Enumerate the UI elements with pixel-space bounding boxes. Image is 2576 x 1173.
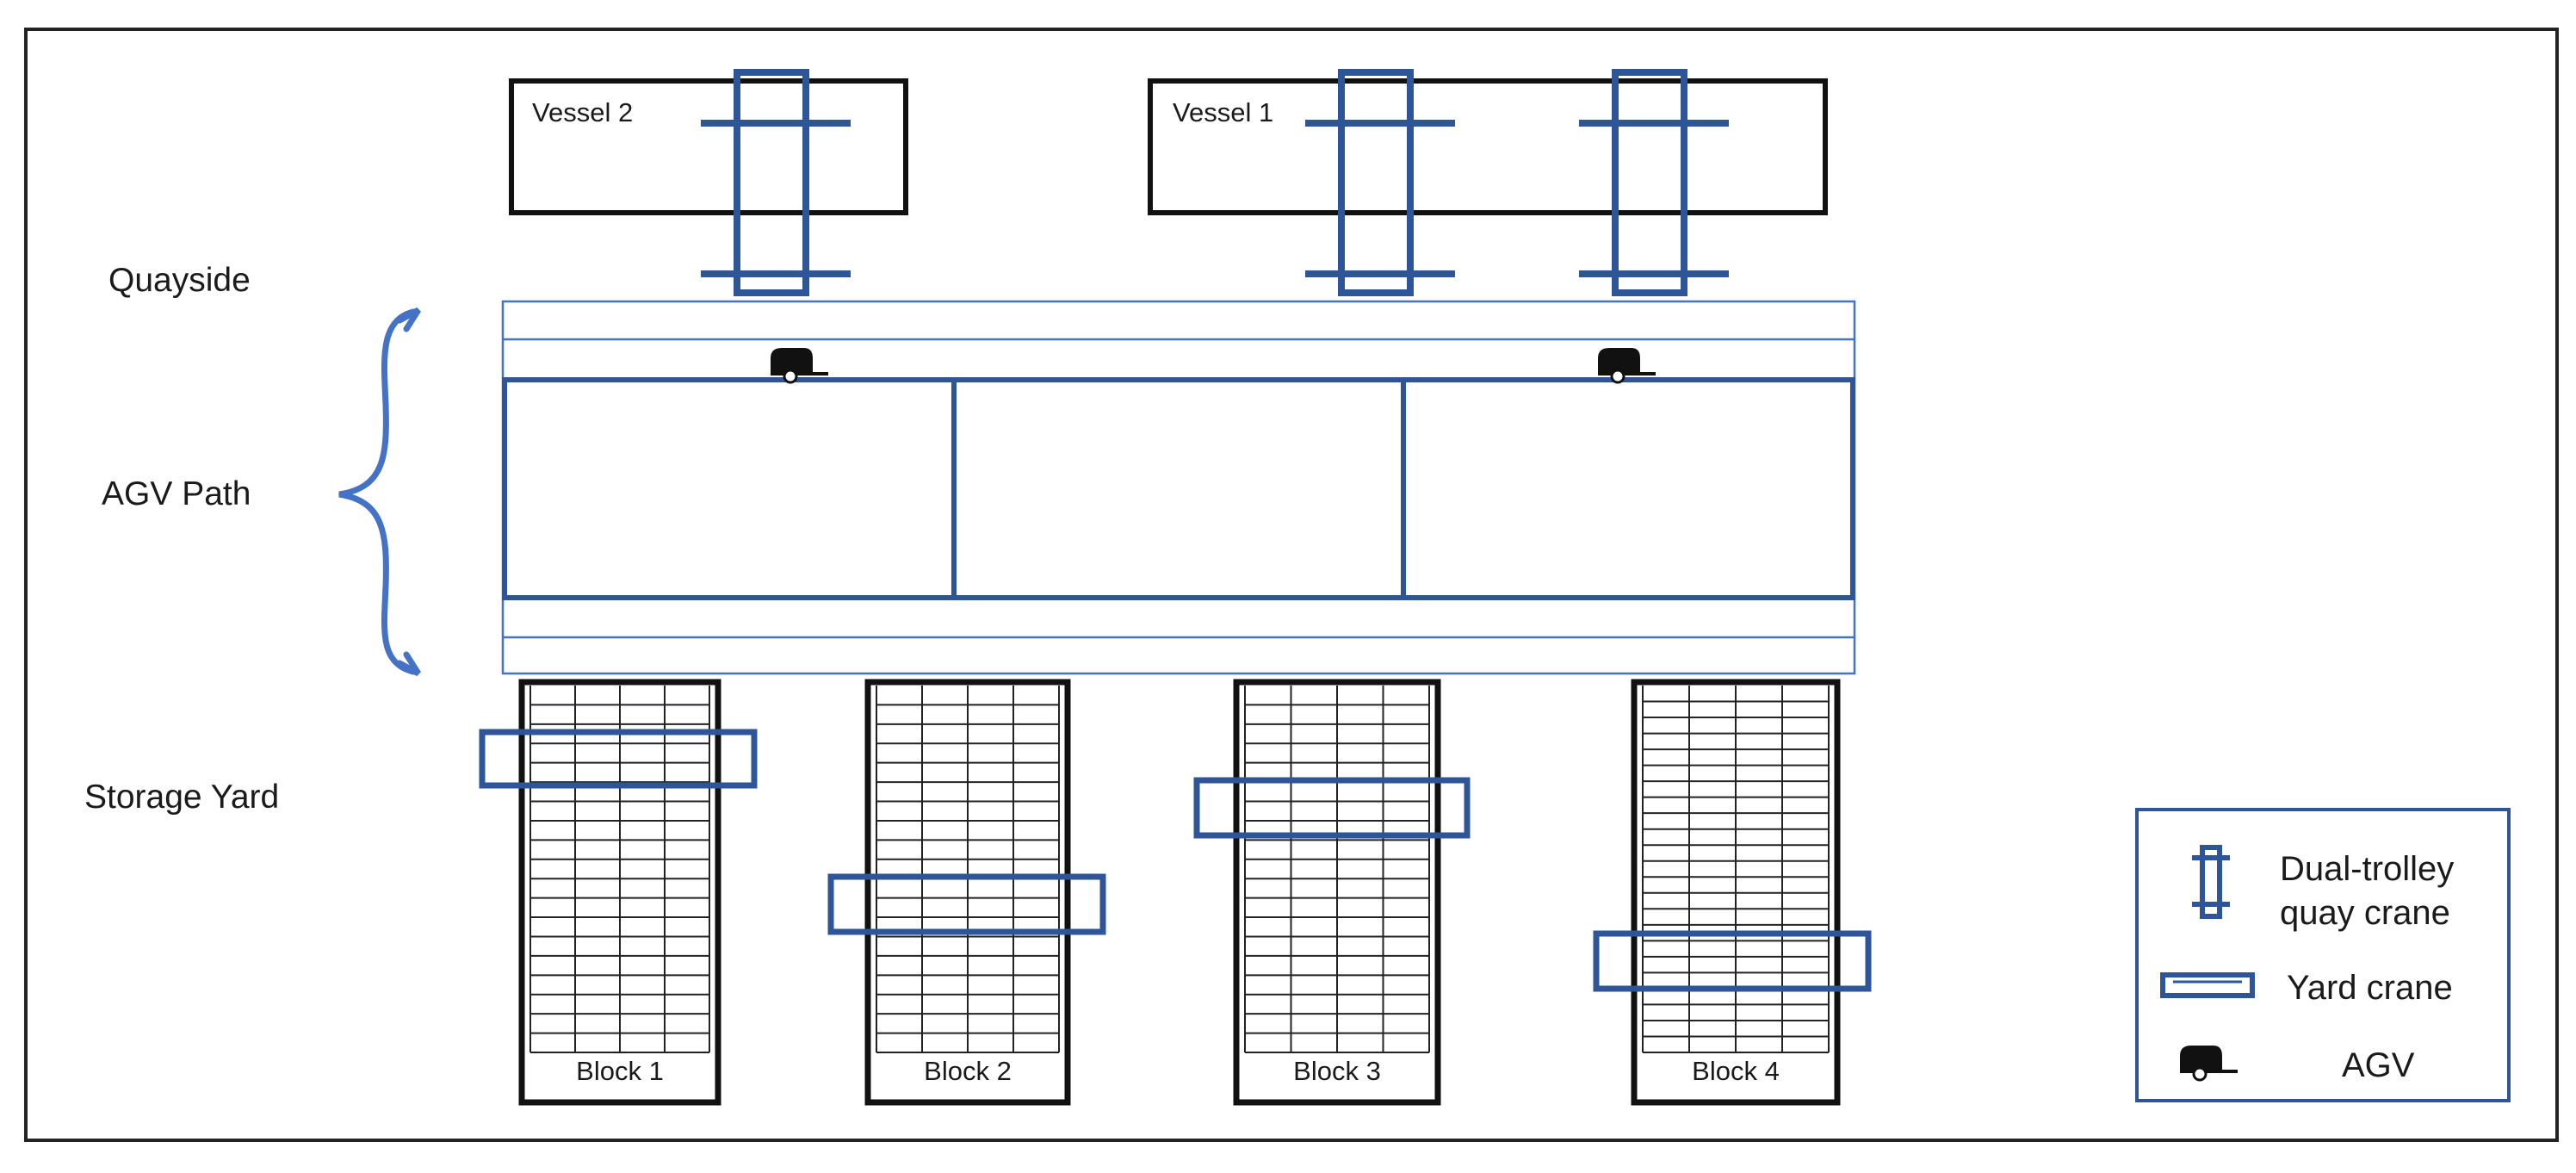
diagram-frame [24,28,2559,1142]
vessel-1 [1148,78,1828,215]
yard-crane [1193,777,1471,839]
quay-crane [701,69,851,296]
agv-icon [1598,348,1656,384]
legend-agv-label: AGV [2342,1046,2415,1084]
vessel-2 [509,78,908,215]
yard-crane [827,873,1106,935]
storage-yard-label: Storage Yard [84,779,279,816]
legend-yard-crane-label: Yard crane [2287,969,2453,1007]
storage-block-3 [1233,679,1441,1106]
agv-icon [2180,1046,2238,1082]
storage-block-4 [1631,679,1841,1106]
storage-block-2 [864,679,1071,1106]
dual-trolley-quay-crane-icon [2192,845,2230,919]
agv-path-brace [338,307,421,677]
agv-path-label: AGV Path [102,475,251,512]
quayside-label: Quayside [108,262,251,299]
storage-blocks [518,679,1841,1106]
quay-crane [1579,69,1729,296]
vessel-2-label: Vessel 2 [532,97,633,127]
block-4-label: Block 4 [1692,1056,1780,1086]
yard-crane-icon [2160,972,2255,998]
storage-block-1 [518,679,721,1106]
legend-quay-crane-label-1: Dual-trolley [2280,850,2454,888]
vessel-1-label: Vessel 1 [1173,97,1273,127]
block-2-label: Block 2 [924,1056,1012,1086]
block-3-label: Block 3 [1293,1056,1381,1086]
yard-crane [479,729,758,789]
agv-path-lanes [501,300,1856,675]
agv-path-grid [502,377,1855,600]
agv-icon [771,348,828,384]
yard-crane [1593,930,1872,992]
quay-crane [1305,69,1455,296]
legend-quay-crane-label-2: quay crane [2280,894,2450,932]
block-1-label: Block 1 [576,1056,664,1086]
